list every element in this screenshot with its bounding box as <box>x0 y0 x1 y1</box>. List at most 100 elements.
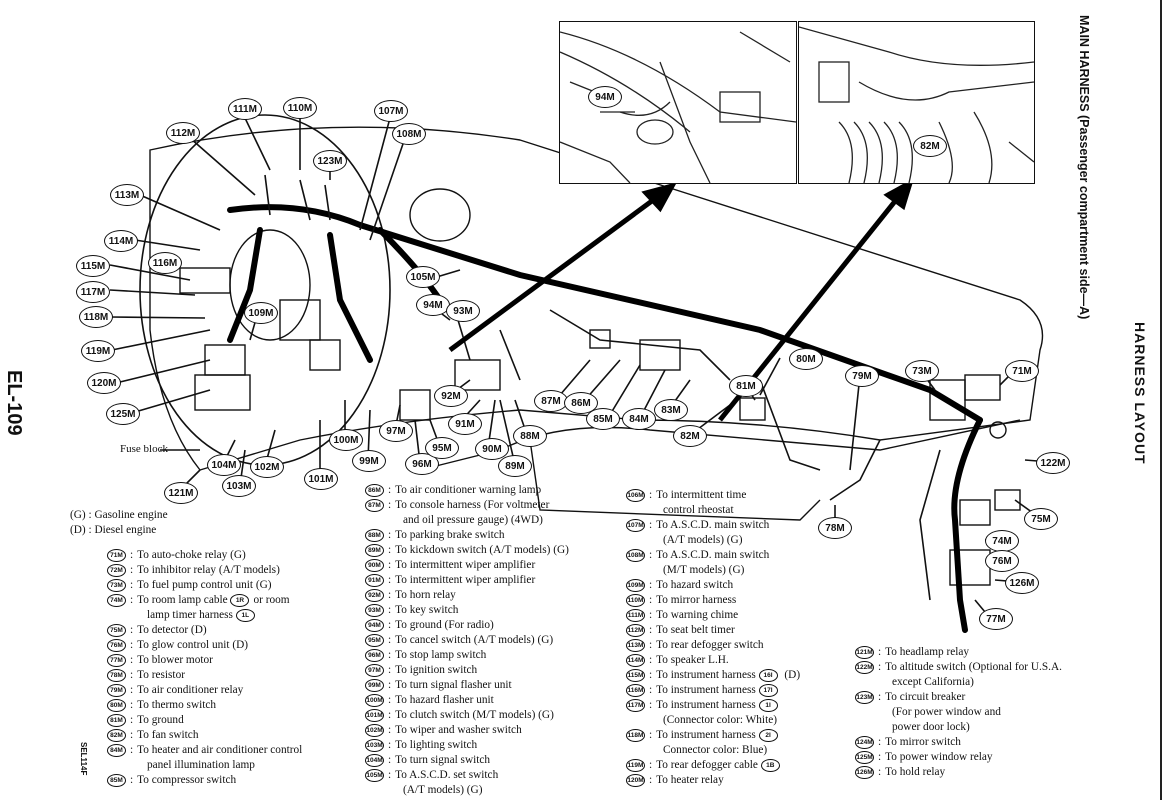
separator: : <box>649 639 653 651</box>
legend-item: 116M:To instrument harness 17I <box>626 683 782 697</box>
legend-item: 87M:To console harness (For voltmeter <box>365 498 549 512</box>
separator: : <box>649 489 653 501</box>
legend-text: To cancel switch (A/T models) (G) <box>395 634 554 646</box>
engine-text: Diesel engine <box>94 524 157 536</box>
legend-text: To intermittent time <box>656 489 747 501</box>
connector-icon: 126M <box>855 765 874 779</box>
separator: : <box>388 574 392 586</box>
callout-115m: 115M <box>76 255 110 277</box>
separator: : <box>388 634 392 646</box>
page-code: EL-109 <box>3 370 25 436</box>
separator: : <box>388 694 392 706</box>
separator: : <box>130 684 134 696</box>
separator: : <box>130 744 134 756</box>
callout-117m: 117M <box>76 281 110 303</box>
connector-icon: 82M <box>107 728 126 742</box>
legend-text: To power window relay <box>885 751 993 763</box>
separator: : <box>649 729 653 741</box>
callout-74m: 74M <box>985 530 1019 552</box>
legend-item: 113M:To rear defogger switch <box>626 638 764 652</box>
legend-text: (D) <box>784 669 801 681</box>
callout-77m: 77M <box>979 608 1013 630</box>
inset-callout: 94M <box>588 86 622 108</box>
connector-icon: 77M <box>107 653 126 667</box>
connector-icon: 102M <box>365 723 384 737</box>
legend-item: 114M:To speaker L.H. <box>626 653 729 667</box>
legend-text: To instrument harness <box>656 729 756 741</box>
connector-icon: 111M <box>626 608 645 622</box>
legend-item: 96M:To stop lamp switch <box>365 648 486 662</box>
legend-text: To headlamp relay <box>885 646 970 658</box>
callout-91m: 91M <box>448 413 482 435</box>
legend-text: To resistor <box>137 669 185 681</box>
separator: : <box>388 649 392 661</box>
ref-icon: 1R <box>230 593 250 607</box>
legend-item: 109M:To hazard switch <box>626 578 733 592</box>
fuse-block-label: Fuse block <box>120 443 168 455</box>
dashboard-front-edge <box>419 419 1021 471</box>
callout-103m: 103M <box>222 475 256 497</box>
legend-text: To circuit breaker <box>885 691 966 703</box>
legend-item: 80M:To thermo switch <box>107 698 216 712</box>
legend-item-continuation: (A/T models) (G) <box>663 533 742 547</box>
legend-text: To altitude switch (Optional for U.S.A. <box>885 661 1062 673</box>
ref-icon: 16I <box>758 668 778 682</box>
callout-82m: 82M <box>673 425 707 447</box>
connector-icon: 107M <box>626 518 645 532</box>
callout-93m: 93M <box>446 300 480 322</box>
legend-item: 84M:To heater and air conditioner contro… <box>107 743 302 757</box>
inset-left-photo: 94M <box>559 21 797 184</box>
legend-text: (A/T models) (G) <box>403 784 483 796</box>
connector-icon: 114M <box>626 653 645 667</box>
separator: : <box>649 549 653 561</box>
connector-icon: 105M <box>365 768 384 782</box>
callout-116m: 116M <box>148 252 182 274</box>
legend-text: To seat belt timer <box>656 624 735 636</box>
callout-123m: 123M <box>313 150 347 172</box>
legend-text: To hazard flasher unit <box>395 694 494 706</box>
legend-item-continuation: and oil pressure gauge) (4WD) <box>403 513 543 527</box>
engine-code: (G) <box>70 509 86 521</box>
connector-icon: 124M <box>855 735 874 749</box>
callout-96m: 96M <box>405 453 439 475</box>
legend-text: To hold relay <box>885 766 946 778</box>
callout-105m: 105M <box>406 266 440 288</box>
legend-item: 90M:To intermittent wiper amplifier <box>365 558 535 572</box>
connector-icon: 106M <box>626 488 645 502</box>
connector-icon: 104M <box>365 753 384 767</box>
legend-item: 110M:To mirror harness <box>626 593 736 607</box>
legend-text: To ground <box>137 714 184 726</box>
engine-legend-item: (G) : Gasoline engine <box>70 508 168 522</box>
separator: : <box>649 579 653 591</box>
legend-text: To instrument harness <box>656 669 756 681</box>
connector-icon: 95M <box>365 633 384 647</box>
legend-text: power door lock) <box>892 721 970 733</box>
separator: : <box>649 519 653 531</box>
legend-text: To air conditioner warning lamp <box>395 484 542 496</box>
separator: : <box>649 654 653 666</box>
connector-icon: 110M <box>626 593 645 607</box>
callout-83m: 83M <box>654 399 688 421</box>
connector-icon: 119M <box>626 758 645 772</box>
legend-item: 71M:To auto-choke relay (G) <box>107 548 246 562</box>
legend-item: 115M:To instrument harness 16I (D) <box>626 668 800 682</box>
connector-icon: 87M <box>365 498 384 512</box>
connector-icon: 103M <box>365 738 384 752</box>
callout-80m: 80M <box>789 348 823 370</box>
callout-120m: 120M <box>87 372 121 394</box>
legend-item: 100M:To hazard flasher unit <box>365 693 494 707</box>
connector-icon: 97M <box>365 663 384 677</box>
callout-94m: 94M <box>416 294 450 316</box>
legend-item: 120M:To heater relay <box>626 773 724 787</box>
legend-item: 73M:To fuel pump control unit (G) <box>107 578 272 592</box>
engine-code: (D) <box>70 524 86 536</box>
legend-item: 76M:To glow control unit (D) <box>107 638 248 652</box>
callout-110m: 110M <box>283 97 317 119</box>
separator: : <box>388 709 392 721</box>
separator: : <box>388 544 392 556</box>
separator: : <box>130 669 134 681</box>
callout-87m: 87M <box>534 390 568 412</box>
separator: : <box>649 684 653 696</box>
connector-icon: 74M <box>107 593 126 607</box>
